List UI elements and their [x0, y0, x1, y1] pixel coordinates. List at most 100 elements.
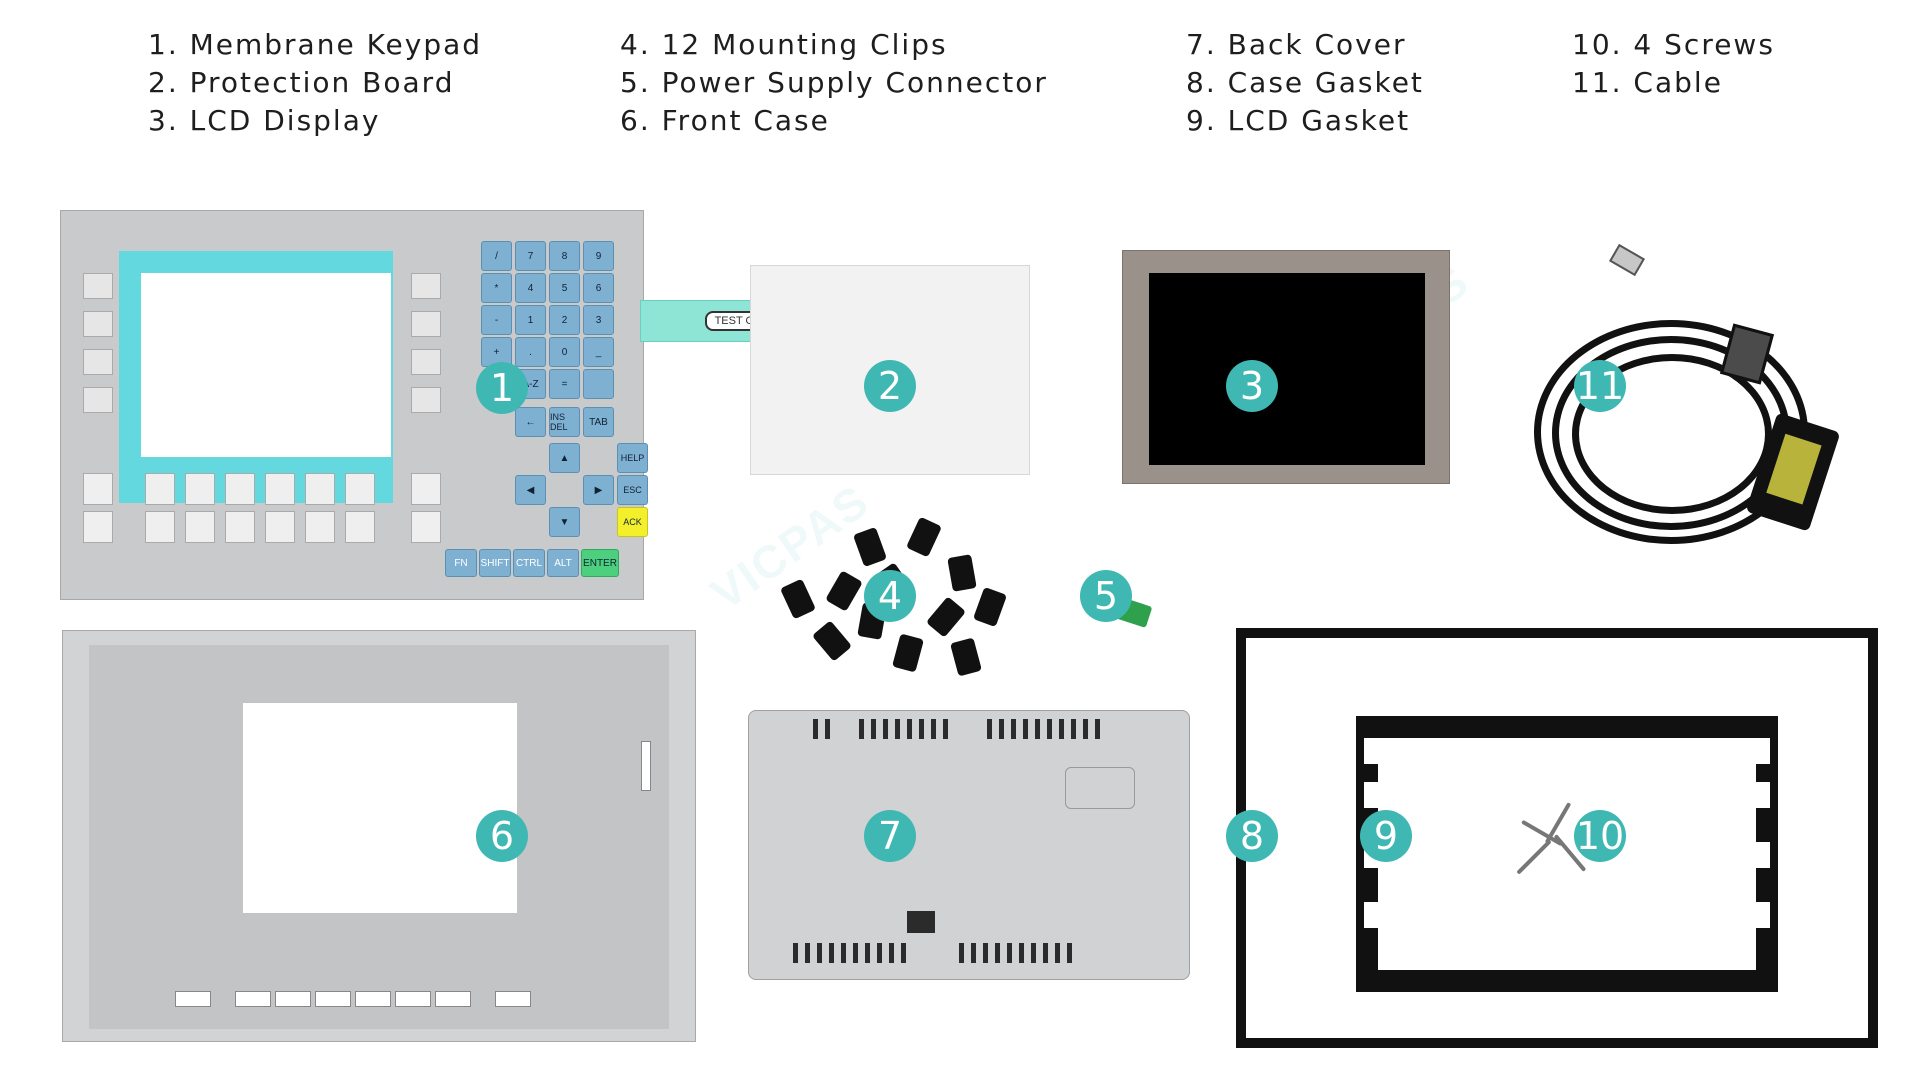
vent — [1067, 943, 1072, 963]
gasket-hole — [1744, 738, 1770, 764]
vent — [901, 943, 906, 963]
front-case-window — [243, 703, 517, 913]
numeric-key: - — [481, 305, 512, 335]
function-key — [185, 473, 215, 505]
legend-col-1: 1. Membrane Keypad 2. Protection Board 3… — [148, 26, 482, 140]
alt-key: ALT — [547, 549, 579, 577]
numeric-key: = — [549, 369, 580, 399]
legend-item: 8. Case Gasket — [1186, 66, 1424, 99]
front-case-key-slot — [435, 991, 471, 1007]
usb-plug — [1609, 243, 1645, 277]
badge: 5 — [1080, 570, 1132, 622]
vent — [931, 719, 936, 739]
vent — [829, 943, 834, 963]
vent — [841, 943, 846, 963]
gasket-hole — [1744, 902, 1770, 928]
lcd-screen — [1149, 273, 1425, 465]
legend-item: 10. 4 Screws — [1572, 28, 1775, 61]
vent — [971, 943, 976, 963]
function-key — [345, 473, 375, 505]
function-key — [83, 511, 113, 543]
numeric-key: 2 — [549, 305, 580, 335]
side-key — [411, 387, 441, 413]
function-key — [305, 473, 335, 505]
gasket-hole — [1744, 842, 1770, 868]
front-case-key-slot — [495, 991, 531, 1007]
legend-item: 9. LCD Gasket — [1186, 104, 1411, 137]
function-key — [145, 473, 175, 505]
mounting-clip — [905, 516, 943, 558]
numeric-key: _ — [583, 337, 614, 367]
vent — [1043, 943, 1048, 963]
vent — [1019, 943, 1024, 963]
vent — [943, 719, 948, 739]
gasket-hole — [1744, 782, 1770, 808]
gasket-hole — [1364, 738, 1390, 764]
side-key — [83, 311, 113, 337]
vent — [793, 943, 798, 963]
side-key — [83, 387, 113, 413]
badge: 3 — [1226, 360, 1278, 412]
mounting-clip — [811, 620, 853, 662]
vent — [1023, 719, 1028, 739]
numeric-key: 1 — [515, 305, 546, 335]
numeric-key: . — [515, 337, 546, 367]
vent — [889, 943, 894, 963]
legend-item: 1. Membrane Keypad — [148, 28, 483, 61]
function-key — [225, 511, 255, 543]
vent — [983, 943, 988, 963]
vent — [1007, 943, 1012, 963]
badge: 4 — [864, 570, 916, 622]
shift-key: SHIFT — [479, 549, 511, 577]
ack-key: ACK — [617, 507, 648, 537]
vent — [883, 719, 888, 739]
vent — [1031, 943, 1036, 963]
vent — [1083, 719, 1088, 739]
gasket-hole — [1364, 902, 1390, 928]
legend-item: 11. Cable — [1572, 66, 1723, 99]
numeric-key: * — [481, 273, 512, 303]
badge: 2 — [864, 360, 916, 412]
vent — [987, 719, 992, 739]
lcd-gasket — [1356, 716, 1778, 992]
numeric-key: 3 — [583, 305, 614, 335]
vent — [871, 719, 876, 739]
esc-key: ESC — [617, 475, 648, 505]
legend-item: 4. 12 Mounting Clips — [620, 28, 948, 61]
mounting-clip — [972, 586, 1008, 628]
numeric-key: 4 — [515, 273, 546, 303]
vent — [1071, 719, 1076, 739]
vent — [1055, 943, 1060, 963]
function-key — [185, 511, 215, 543]
ctrl-key: CTRL — [513, 549, 545, 577]
tab-key: TAB — [583, 407, 614, 437]
badge: 8 — [1226, 810, 1278, 862]
function-key — [225, 473, 255, 505]
badge: 6 — [476, 810, 528, 862]
back-cover-label-area — [1065, 767, 1135, 809]
fn-key: FN — [445, 549, 477, 577]
vent — [825, 719, 830, 739]
arrow-left-key: ◀ — [515, 475, 546, 505]
vent — [1035, 719, 1040, 739]
function-key — [145, 511, 175, 543]
vent — [1011, 719, 1016, 739]
function-key — [411, 511, 441, 543]
numeric-key: 8 — [549, 241, 580, 271]
vent — [959, 943, 964, 963]
vent — [877, 943, 882, 963]
front-case-key-slot — [175, 991, 211, 1007]
mounting-clip — [950, 637, 982, 677]
legend-item: 7. Back Cover — [1186, 28, 1407, 61]
legend-col-3: 7. Back Cover 8. Case Gasket 9. LCD Gask… — [1186, 26, 1424, 140]
vent — [817, 943, 822, 963]
function-key — [345, 511, 375, 543]
enter-key: ENTER — [581, 549, 619, 577]
legend-item: 2. Protection Board — [148, 66, 455, 99]
vent — [1047, 719, 1052, 739]
mounting-clip — [852, 526, 888, 568]
side-key — [411, 311, 441, 337]
numeric-key: 7 — [515, 241, 546, 271]
badge: 1 — [476, 362, 528, 414]
legend-col-4: 10. 4 Screws 11. Cable — [1572, 26, 1775, 102]
